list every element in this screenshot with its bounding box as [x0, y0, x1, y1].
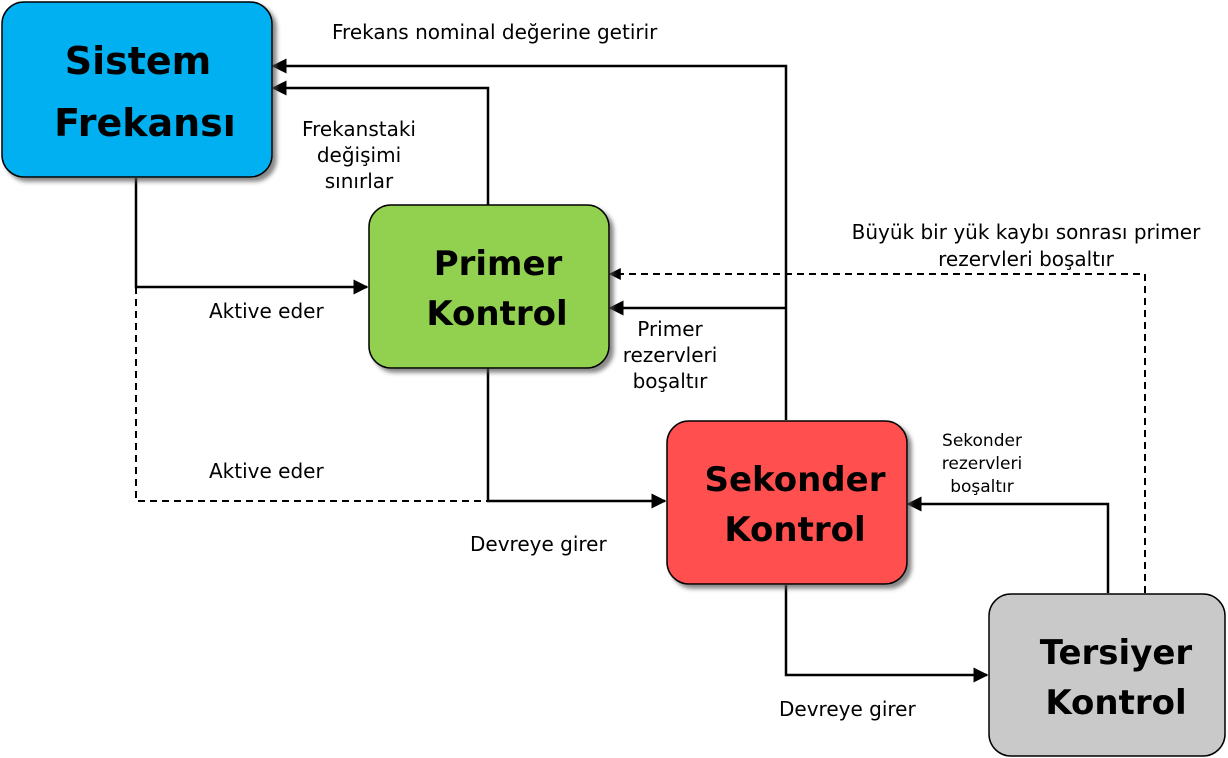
label-aktive-eder-2: Aktive eder: [209, 459, 324, 483]
label-devreye-girer-1: Devreye girer: [470, 532, 607, 556]
arrow-tersiyer-to-sekonder: [906, 496, 1110, 593]
label-frekanstaki-line1: Frekanstaki: [302, 117, 416, 141]
label-devreye-girer-2: Devreye girer: [779, 697, 916, 721]
label-primer-rez-line1: Primer: [637, 317, 703, 341]
label-primer-rezervleri: Primer rezervleri boşaltır: [623, 317, 718, 393]
label-aktive-eder-1: Aktive eder: [209, 299, 324, 323]
label-buyuk-yuk-kaybi: Büyük bir yük kaybı sonrası primer rezer…: [852, 220, 1201, 271]
node-sistem-box: [1, 1, 273, 178]
arrow-sistem-to-primer: [134, 178, 369, 295]
label-sekonder-rez-line1: Sekonder: [942, 431, 1022, 451]
node-primer-kontrol: Primer Kontrol: [368, 204, 610, 369]
label-frekanstaki-degisimi: Frekanstaki değişimi sınırlar: [302, 117, 416, 193]
arrow-primer-to-sistem: [271, 80, 490, 205]
node-sekonder-line2: Kontrol: [724, 510, 865, 550]
label-sekonder-rez-line3: boşaltır: [950, 477, 1014, 497]
label-buyuk-line2: rezervleri boşaltır: [938, 247, 1115, 271]
node-tersiyer-line2: Kontrol: [1045, 683, 1186, 723]
label-primer-rez-line3: boşaltır: [633, 369, 709, 393]
label-sekonder-rezervleri: Sekonder rezervleri boşaltır: [942, 431, 1022, 497]
node-tersiyer-kontrol: Tersiyer Kontrol: [988, 593, 1226, 757]
node-primer-line1: Primer: [434, 244, 563, 284]
arrow-sekonder-to-tersiyer: [784, 585, 989, 683]
node-tersiyer-line1: Tersiyer: [1040, 633, 1193, 673]
node-sistem-frekansi: Sistem Frekansı: [1, 1, 273, 178]
label-sekonder-rez-line2: rezervleri: [942, 454, 1022, 474]
node-sistem-line2: Frekansı: [54, 101, 236, 145]
node-sekonder-kontrol: Sekonder Kontrol: [666, 420, 908, 585]
label-frekanstaki-line3: sınırlar: [325, 169, 394, 193]
node-primer-box: [368, 204, 610, 369]
arrow-sekonder-to-sistem: [271, 58, 788, 420]
label-frekans-nominal: Frekans nominal değerine getirir: [332, 20, 658, 44]
label-frekanstaki-line2: değişimi: [317, 143, 401, 167]
node-primer-line2: Kontrol: [426, 294, 567, 334]
label-buyuk-line1: Büyük bir yük kaybı sonrası primer: [852, 220, 1201, 244]
label-primer-rez-line2: rezervleri: [623, 343, 718, 367]
node-sekonder-line1: Sekonder: [705, 460, 886, 500]
node-sekonder-box: [666, 420, 908, 585]
node-sistem-line1: Sistem: [65, 39, 212, 83]
arrow-sistem-to-sekonder-dashed: [135, 287, 488, 502]
arrow-tersiyer-to-primer-dashed: [608, 268, 1146, 593]
arrow-primer-to-sekonder: [486, 368, 667, 509]
node-tersiyer-box: [988, 593, 1226, 757]
